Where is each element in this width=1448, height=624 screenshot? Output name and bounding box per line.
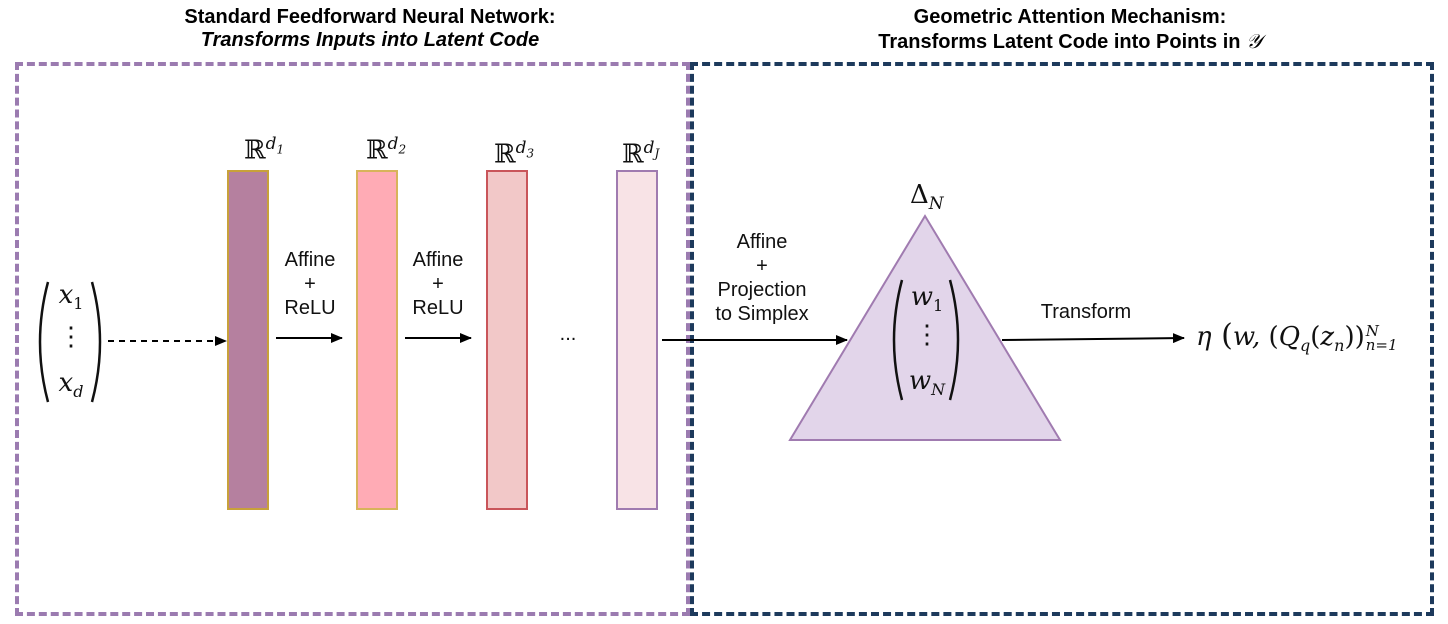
input-xd: xd bbox=[58, 368, 84, 402]
layerJ-dim-label: ℝdJ bbox=[622, 138, 660, 170]
weight-vector-brackets bbox=[892, 279, 960, 401]
right-title-line1: Geometric Attention Mechanism: bbox=[913, 6, 1227, 28]
input-vector-brackets bbox=[38, 281, 102, 403]
layer2-dim-label: ℝd2 bbox=[366, 134, 407, 166]
affine-relu-label-1: Affine+ReLU bbox=[284, 249, 336, 319]
y-space-symbol: 𝒴 bbox=[1246, 29, 1262, 53]
transform-label: Transform bbox=[1040, 301, 1132, 323]
layer3-dim-label: ℝd3 bbox=[494, 138, 535, 170]
input-vector: x1 ⋮ xd bbox=[30, 278, 110, 406]
left-title: Standard Feedforward Neural Network: Tra… bbox=[140, 6, 600, 52]
layers-ellipsis: ... bbox=[559, 323, 577, 345]
weight-vector: w1 ⋮ wN bbox=[884, 276, 968, 404]
simplex-triangle bbox=[788, 214, 1062, 441]
weight-wN: wN bbox=[908, 366, 946, 400]
hidden-layer-3 bbox=[486, 170, 528, 510]
hidden-layer-1 bbox=[227, 170, 269, 510]
hidden-layer-J bbox=[616, 170, 658, 510]
output-w: w, bbox=[1232, 322, 1261, 352]
input-x1: x1 bbox=[58, 280, 84, 314]
output-z: z bbox=[1320, 322, 1335, 352]
right-title: Geometric Attention Mechanism: Transform… bbox=[820, 6, 1320, 54]
right-title-line2: Transforms Latent Code into Points in 𝒴 bbox=[820, 29, 1320, 54]
left-title-line1: Standard Feedforward Neural Network: bbox=[184, 6, 556, 28]
weight-w1: w1 bbox=[910, 282, 944, 316]
right-title-line2-text: Transforms Latent Code into Points in bbox=[878, 31, 1241, 53]
output-eta: η bbox=[1196, 322, 1212, 352]
layer1-dim-label: ℝd1 bbox=[244, 134, 285, 166]
hidden-layer-2 bbox=[356, 170, 398, 510]
input-vdots: ⋮ bbox=[58, 322, 84, 352]
output-Q: Q bbox=[1278, 322, 1301, 352]
simplex-label: ΔN bbox=[910, 180, 944, 215]
affine-relu-label-2: Affine+ReLU bbox=[412, 249, 464, 319]
left-title-line2: Transforms Inputs into Latent Code bbox=[200, 29, 540, 51]
weight-vdots: ⋮ bbox=[914, 320, 940, 350]
arrow-transform bbox=[1001, 333, 1185, 344]
